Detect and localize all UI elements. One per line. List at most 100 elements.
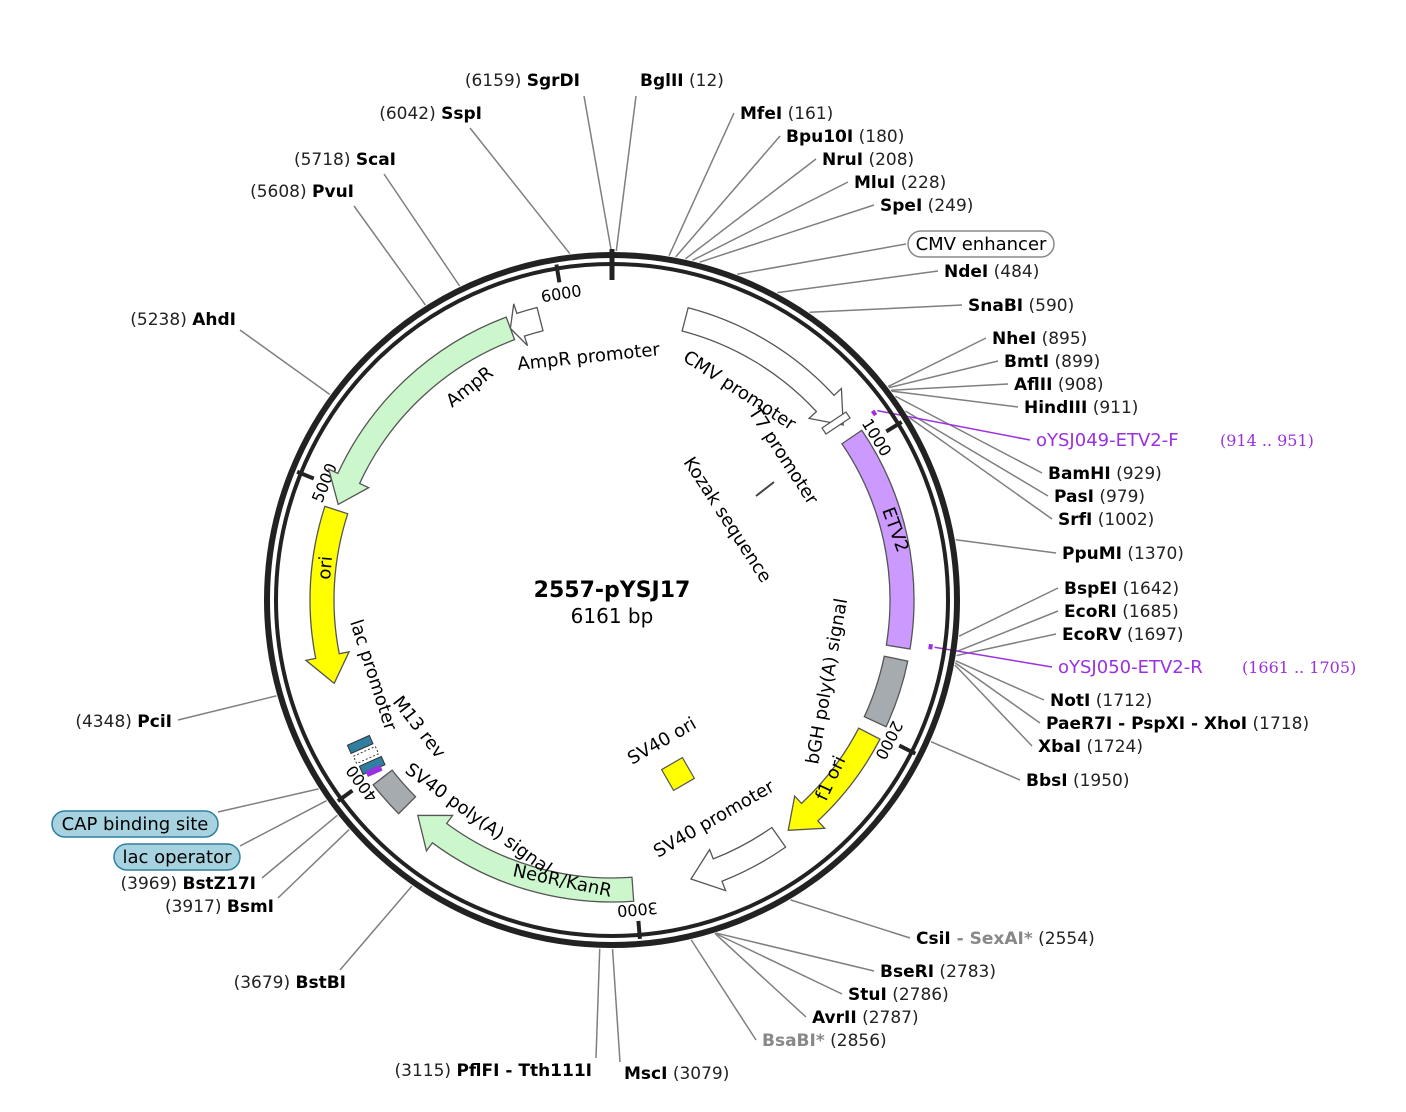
site-suffix: - SexAI*: [951, 929, 1033, 949]
site-position: (590): [1023, 296, 1074, 316]
site-position: (895): [1036, 329, 1087, 349]
site-position: (1697): [1122, 625, 1184, 645]
leader-bsmi: [277, 828, 350, 899]
site-bamhi: BamHI (929): [1048, 464, 1162, 484]
site-label-snabi: SnaBI (590): [968, 296, 1074, 316]
site-label-bglii: BglII (12): [640, 71, 724, 91]
site-label-spei: SpeI (249): [880, 196, 973, 216]
leader-paer7i-pspxi-xhoi: [954, 662, 1041, 724]
leader-mfei: [668, 112, 735, 257]
leader-sspi: [469, 127, 571, 255]
site-label-scai: (5718) ScaI: [294, 150, 396, 170]
lac-promoter-label: lac promoter: [345, 617, 401, 734]
site-ahdi: (5238) AhdI: [130, 310, 236, 330]
feature-cmv-promoter: [681, 306, 844, 426]
site-position: (1642): [1117, 579, 1179, 599]
site-position: (5238): [130, 310, 192, 330]
primer-mark-oysj050-etv2-r: [928, 643, 933, 650]
leader-aflii: [890, 383, 1009, 391]
site-nhei: NheI (895): [992, 329, 1087, 349]
site-paer7i-pspxi-xhoi: PaeR7I - PspXI - XhoI (1718): [1046, 714, 1309, 734]
site-xbai: XbaI (1724): [1038, 737, 1143, 757]
site-name: PpuMI: [1062, 544, 1122, 564]
site-name: BseRI: [880, 962, 934, 982]
site-name: BstBI: [296, 973, 347, 993]
kozak-sequence-label: Kozak sequence: [679, 453, 776, 586]
site-position: (2554): [1033, 929, 1095, 949]
site-ecorv: EcoRV (1697): [1062, 625, 1184, 645]
site-label-sspi: (6042) SspI: [379, 104, 482, 124]
site-label-stui: StuI (2786): [848, 985, 949, 1005]
cmv-enhancer-label: CMV enhancer: [916, 234, 1047, 255]
site-label-avrii: AvrII (2787): [812, 1008, 919, 1028]
site-name: PflFI - Tth111I: [456, 1061, 592, 1081]
site-mfei: MfeI (161): [740, 104, 833, 124]
site-name: StuI: [848, 985, 887, 1005]
site-name: EcoRI: [1064, 602, 1117, 622]
tick-label-6000: 6000: [540, 281, 583, 306]
feature-bgh-poly-a-signal: [863, 655, 909, 728]
site-label-aflii: AflII (908): [1014, 375, 1104, 395]
leader-noti: [955, 660, 1045, 701]
leader-cap-binding-site: [217, 788, 319, 813]
site-position: (1718): [1247, 714, 1309, 734]
site-mlui: MluI (228): [854, 173, 946, 193]
site-position: (2783): [934, 962, 996, 982]
cap-binding-site-tag: CAP binding site: [51, 810, 219, 838]
site-pcii: (4348) PciI: [75, 712, 172, 732]
leader-cmv-enhancer: [737, 243, 907, 275]
primer-name: oYSJ050-ETV2-R: [1058, 657, 1203, 678]
leader-sgrdi: [583, 95, 613, 252]
site-ndei: NdeI (484): [944, 262, 1039, 282]
site-name: Bpu10I: [786, 127, 853, 147]
plasmid-length: 6161 bp: [571, 604, 654, 628]
site-position: (1685): [1117, 602, 1179, 622]
leader-lac-operator: [239, 800, 327, 847]
site-label-pcii: (4348) PciI: [75, 712, 172, 732]
site-label-bspei: BspEI (1642): [1064, 579, 1179, 599]
ampr-promoter-label: AmpR promoter: [516, 339, 661, 375]
site-name: PasI: [1054, 487, 1094, 507]
site-hindiii: HindIII (911): [1024, 398, 1138, 418]
site-position: (908): [1052, 375, 1103, 395]
site-avrii: AvrII (2787): [812, 1008, 919, 1028]
tick-4000: [336, 788, 354, 803]
site-position: (6159): [465, 71, 527, 91]
site-label-bbsi: BbsI (1950): [1026, 771, 1130, 791]
site-name: SrfI: [1058, 510, 1092, 530]
leader-nrui: [685, 158, 817, 260]
leader-scai: [383, 173, 461, 287]
site-aflii: AflII (908): [1014, 375, 1104, 395]
site-position: (979): [1094, 487, 1145, 507]
site-label-bstbi: (3679) BstBI: [234, 973, 346, 993]
kozak-sequence-mark: [755, 481, 775, 497]
site-spei: SpeI (249): [880, 196, 973, 216]
site-label-mfei: MfeI (161): [740, 104, 833, 124]
site-label-bpu10i: Bpu10I (180): [786, 127, 904, 147]
site-position: (6042): [379, 104, 441, 124]
leader-ahdi: [239, 329, 331, 396]
leader-xbai: [954, 664, 1033, 747]
site-name: BstZ17I: [182, 874, 256, 894]
site-name: NruI: [822, 150, 863, 170]
leader-bpu10i: [675, 135, 781, 258]
site-label-msci: MscI (3079): [624, 1064, 729, 1084]
site-position: (161): [782, 104, 833, 124]
restriction-site-labels: BglII (12)MfeI (161)Bpu10I (180)NruI (20…: [75, 71, 1356, 1084]
site-label-bsmi: (3917) BsmI: [165, 897, 274, 917]
site-name: BmtI: [1004, 352, 1049, 372]
site-label-pasi: PasI (979): [1054, 487, 1145, 507]
site-name: SnaBI: [968, 296, 1023, 316]
leader-mlui: [692, 181, 849, 262]
site-bbsi: BbsI (1950): [1026, 771, 1130, 791]
lac-operator-tag: lac operator: [113, 843, 241, 871]
site-bseri: BseRI (2783): [880, 962, 996, 982]
site-sspi: (6042) SspI: [379, 104, 482, 124]
bgh-polya-label: bGH poly(A) signal: [802, 597, 852, 766]
site-sgrdi: (6159) SgrDI: [465, 71, 580, 91]
site-bpu10i: Bpu10I (180): [786, 127, 904, 147]
sv40-ori-box: [660, 756, 696, 792]
t7-promoter-arrow: [821, 411, 851, 435]
site-name: ScaI: [356, 150, 396, 170]
